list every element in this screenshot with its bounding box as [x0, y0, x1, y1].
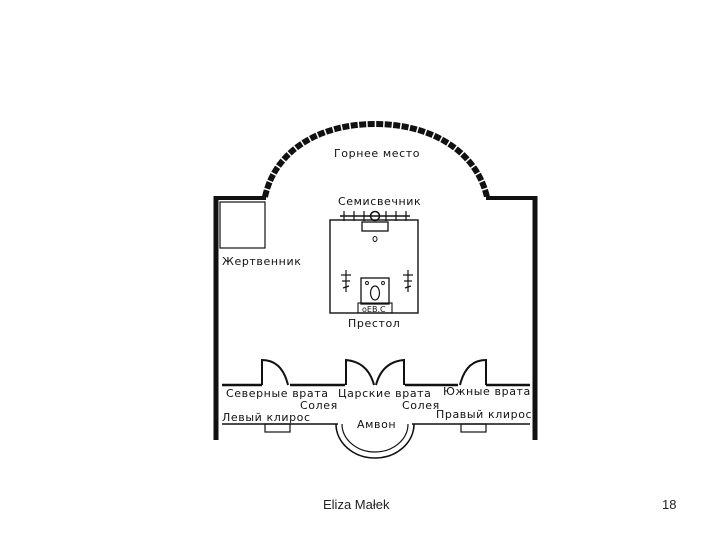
- label-severnye-vrata: Северные врата: [226, 387, 329, 400]
- label-soleya-right: Солея: [402, 399, 440, 412]
- royal-door-right: [375, 358, 405, 386]
- label-semisvechnik: Семисвечник: [338, 195, 422, 208]
- footer-author: Eliza Małek: [323, 497, 390, 512]
- right-kliros-seat: [460, 423, 487, 433]
- page-number: 18: [662, 497, 677, 512]
- altar-cross-marker: [372, 236, 378, 242]
- south-gate: [459, 358, 487, 386]
- label-amvon: Амвон: [357, 418, 397, 431]
- north-gate: [261, 358, 289, 386]
- altar-cross-left: [341, 270, 351, 292]
- antimension-box: [357, 302, 393, 314]
- royal-door-left: [345, 358, 375, 386]
- altar-cross-right: [403, 270, 413, 292]
- label-tsarskie-vrata: Царские врата: [338, 387, 432, 400]
- ambo-inner: [341, 423, 409, 453]
- label-levyi-kliros: Левый клирос: [222, 411, 311, 424]
- label-yuzhnye-vrata: Южные врата: [443, 385, 531, 398]
- gospel-book: [360, 277, 390, 305]
- prestol-table: [329, 219, 419, 314]
- ambo-outer: [335, 423, 415, 459]
- label-antimension: оЕВ.С: [362, 305, 386, 314]
- label-prestol: Престол: [348, 317, 401, 330]
- label-zhertvennik: Жертвенник: [222, 255, 302, 268]
- chalice-icon: [369, 285, 381, 301]
- tabernacle: [361, 221, 389, 232]
- zhertvennik-table: [219, 201, 266, 249]
- label-gornee-mesto: Горнее место: [334, 147, 421, 160]
- semisvechnik-center: [369, 210, 381, 222]
- apse-wall: [262, 120, 490, 198]
- left-kliros-seat: [264, 423, 291, 433]
- label-soleya-left: Солея: [300, 399, 338, 412]
- label-pravyi-kliros: Правый клирос: [436, 408, 533, 421]
